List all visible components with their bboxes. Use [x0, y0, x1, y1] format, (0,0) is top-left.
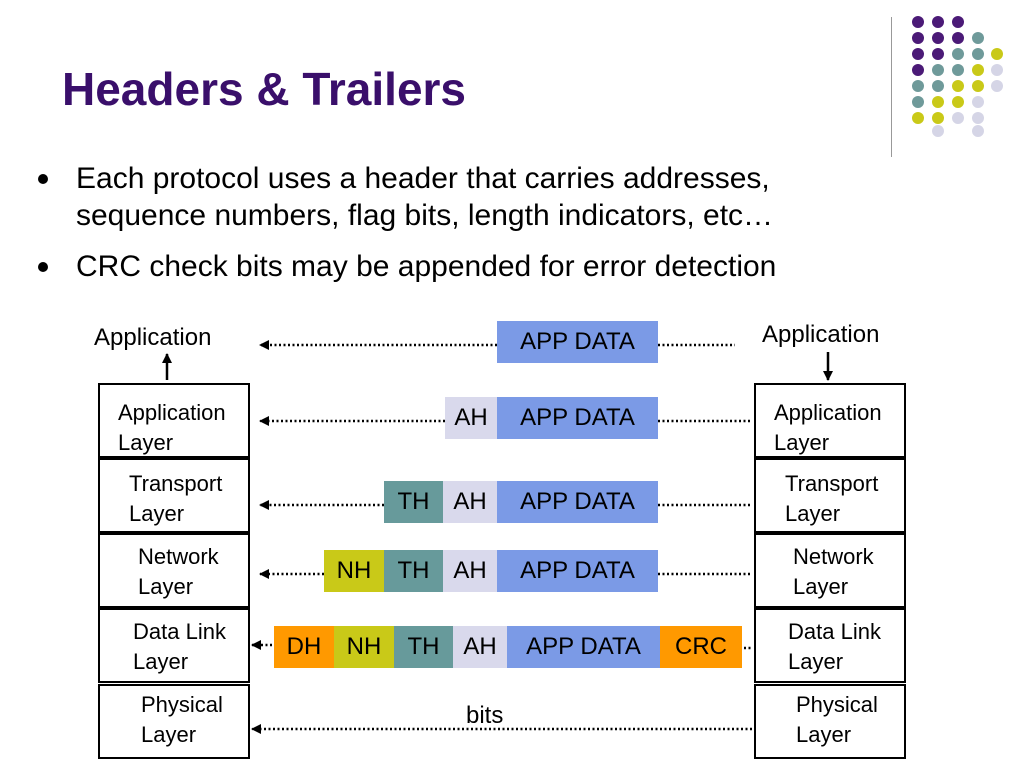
- right-layer-network: Network Layer: [754, 533, 906, 608]
- right-layer-application-label: Application Layer: [774, 400, 882, 455]
- left-layer-application: Application Layer: [98, 383, 250, 458]
- right-layer-datalink-label: Data Link Layer: [788, 619, 881, 674]
- decorative-dot: [952, 16, 964, 28]
- right-layer-transport-label: Transport Layer: [785, 471, 879, 526]
- segment-th-row2: TH: [384, 481, 443, 523]
- right-application-label: Application: [762, 321, 880, 348]
- left-application-label: Application: [94, 324, 212, 351]
- right-layer-physical: Physical Layer: [754, 684, 906, 759]
- left-layer-datalink-label: Data Link Layer: [133, 619, 226, 674]
- bullet-text-header: Each protocol uses a header that carries…: [76, 162, 774, 232]
- decorative-dot: [991, 64, 1003, 76]
- segment-th-row3: TH: [384, 550, 443, 592]
- decorative-dot: [952, 48, 964, 60]
- title-divider-line: [891, 17, 892, 157]
- decorative-dot: [912, 112, 924, 124]
- decorative-dot: [932, 96, 944, 108]
- segment-nh-row4: NH: [334, 626, 394, 668]
- decorative-dot: [912, 32, 924, 44]
- decorative-dot: [932, 32, 944, 44]
- left-layer-physical-label: Physical Layer: [141, 692, 223, 747]
- segment-th-row4: TH: [394, 626, 453, 668]
- bullet-item-crc: CRC check bits may be appended for error…: [38, 248, 776, 285]
- bullet-text-crc: CRC check bits may be appended for error…: [76, 250, 777, 283]
- segment-nh-row3: NH: [324, 550, 384, 592]
- segment-ah-row2: AH: [443, 481, 497, 523]
- decorative-dot: [972, 80, 984, 92]
- decorative-dot: [912, 16, 924, 28]
- left-layer-physical: Physical Layer: [98, 684, 250, 759]
- decorative-dot: [932, 48, 944, 60]
- bits-label: bits: [466, 702, 504, 729]
- segment-app-data-row2: APP DATA: [497, 481, 658, 523]
- decorative-dot: [952, 32, 964, 44]
- decorative-dot: [912, 80, 924, 92]
- decorative-dot: [932, 125, 944, 137]
- decorative-dot: [972, 96, 984, 108]
- segment-app-data-row4: APP DATA: [507, 626, 660, 668]
- left-layer-transport: Transport Layer: [98, 458, 250, 533]
- decorative-dot: [912, 48, 924, 60]
- bullet-item-header: Each protocol uses a header that carries…: [38, 160, 776, 234]
- right-layer-network-label: Network Layer: [793, 544, 874, 599]
- decorative-dot: [952, 80, 964, 92]
- segment-app-data-row1: APP DATA: [497, 397, 658, 439]
- decorative-dot: [952, 112, 964, 124]
- right-layer-application: Application Layer: [754, 383, 906, 458]
- decorative-dot: [972, 112, 984, 124]
- decorative-dot: [952, 64, 964, 76]
- left-layer-transport-label: Transport Layer: [129, 471, 223, 526]
- decorative-dot: [972, 64, 984, 76]
- decorative-dot: [932, 80, 944, 92]
- segment-dh-row4: DH: [274, 626, 334, 668]
- decorative-dot: [912, 96, 924, 108]
- decorative-dot-grid: [912, 16, 1003, 137]
- decorative-dot: [972, 48, 984, 60]
- segment-app-data-row3: APP DATA: [497, 550, 658, 592]
- page-title: Headers & Trailers: [62, 63, 467, 115]
- right-layer-datalink: Data Link Layer: [754, 608, 906, 683]
- decorative-dot: [972, 32, 984, 44]
- segment-crc-row4: CRC: [660, 626, 742, 668]
- segment-app-data-row0: APP DATA: [497, 321, 658, 363]
- decorative-dot: [991, 80, 1003, 92]
- decorative-dot: [932, 64, 944, 76]
- bullet-list: Each protocol uses a header that carries…: [38, 160, 776, 299]
- decorative-dot: [932, 112, 944, 124]
- decorative-dot: [932, 16, 944, 28]
- right-layer-physical-label: Physical Layer: [796, 692, 878, 747]
- left-layer-network-label: Network Layer: [138, 544, 219, 599]
- segment-ah-row4: AH: [453, 626, 507, 668]
- right-layer-transport: Transport Layer: [754, 458, 906, 533]
- segment-ah-row1: AH: [445, 397, 497, 439]
- left-layer-datalink: Data Link Layer: [98, 608, 250, 683]
- segment-ah-row3: AH: [443, 550, 497, 592]
- decorative-dot: [952, 96, 964, 108]
- left-layer-network: Network Layer: [98, 533, 250, 608]
- decorative-dot: [912, 64, 924, 76]
- left-layer-application-label: Application Layer: [118, 400, 226, 455]
- decorative-dot: [991, 48, 1003, 60]
- decorative-dot: [972, 125, 984, 137]
